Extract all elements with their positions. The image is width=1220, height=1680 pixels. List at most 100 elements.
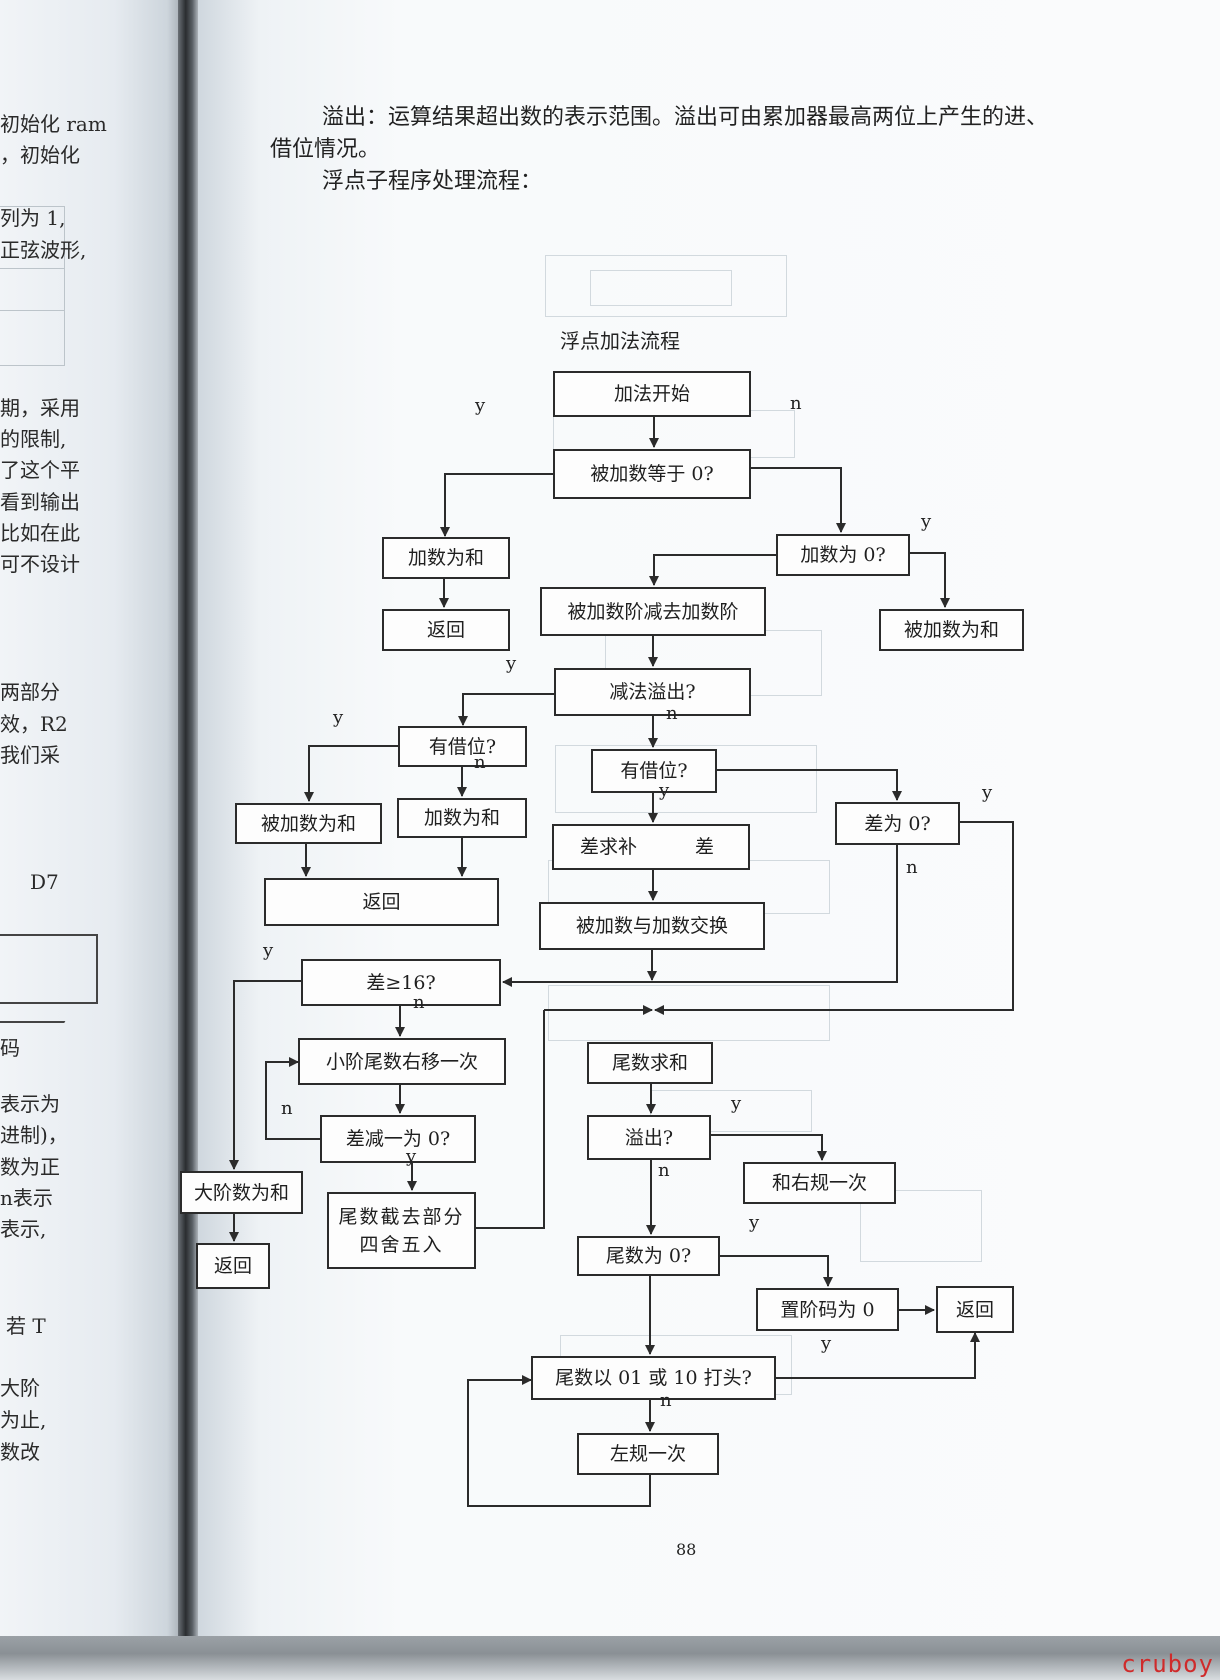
branch-label-yes: y — [506, 653, 517, 674]
node-subtract-overflow-decision: 减法溢出? — [554, 668, 751, 716]
node-overflow-decision: 溢出? — [587, 1115, 711, 1160]
branch-label-yes: y — [406, 1146, 417, 1167]
node-set-exponent-zero: 置阶码为 0 — [756, 1288, 899, 1331]
node-mantissa-sum: 尾数求和 — [587, 1042, 713, 1084]
overflow-definition-continued: 借位情况。 — [270, 137, 381, 162]
left-edge-line: 列为 1, — [0, 206, 66, 230]
connector — [440, 473, 553, 537]
left-edge-line: 两部分 — [0, 680, 60, 704]
bleed-through-box — [545, 255, 787, 317]
branch-label-yes: y — [982, 782, 993, 803]
branch-label-no: n — [413, 992, 425, 1013]
page-number: 88 — [676, 1540, 697, 1559]
node-borrow-decision: 有借位? — [398, 726, 527, 767]
left-edge-line: 正弦波形, — [0, 238, 87, 262]
connector — [502, 845, 898, 987]
node-return: 返回 — [936, 1286, 1014, 1333]
node-shift-right: 小阶尾数右移一次 — [298, 1038, 506, 1085]
connector — [717, 769, 902, 801]
node-exponent-subtract: 被加数阶减去加数阶 — [540, 587, 766, 636]
branch-label-no: n — [658, 1160, 670, 1181]
node-mantissa-zero-decision: 尾数为 0? — [577, 1236, 720, 1276]
branch-label-yes: y — [749, 1212, 760, 1233]
node-start: 加法开始 — [553, 371, 751, 417]
node-diff-zero-decision: 差为 0? — [835, 802, 960, 845]
left-edge-line: 进制)， — [0, 1123, 68, 1147]
node-return: 返回 — [382, 609, 510, 651]
node-return: 返回 — [264, 878, 499, 926]
connector — [776, 1332, 980, 1379]
connector — [458, 693, 554, 726]
diff-complement-label: 差求补 — [580, 836, 638, 858]
bleed-through-box — [548, 985, 830, 1041]
node-augend-is-sum: 被加数为和 — [879, 609, 1024, 651]
node-swap: 被加数与加数交换 — [539, 902, 765, 950]
node-left-normalize: 左规一次 — [577, 1433, 719, 1475]
node-return: 返回 — [196, 1243, 270, 1289]
branch-label-yes: y — [659, 780, 670, 801]
left-edge-line: 比如在此 — [0, 521, 80, 545]
left-edge-line: 若 T — [6, 1314, 46, 1338]
left-edge-line: 大阶 — [0, 1376, 40, 1400]
branch-label-no: n — [474, 752, 486, 773]
branch-label-yes: y — [333, 707, 344, 728]
bleed-through-box — [860, 1190, 982, 1262]
connector — [720, 1255, 833, 1287]
branch-label-yes: y — [921, 511, 932, 532]
connector — [649, 554, 776, 586]
left-page: 初始化 ram ，初始化 列为 1, 正弦波形, 期，采用 的限制, 了这个平 … — [0, 0, 190, 1640]
node-addend-is-sum: 加数为和 — [397, 798, 527, 838]
node-diff-decrement-decision: 差减一为 0? — [320, 1115, 476, 1163]
flow-intro: 浮点子程序处理流程： — [322, 169, 543, 194]
left-edge-line: 可不设计 — [0, 552, 80, 576]
left-page-table-fragment — [0, 206, 65, 366]
left-edge-line: n表示 — [0, 1186, 53, 1210]
book-spine — [178, 0, 200, 1640]
left-edge-line: 表示为 — [0, 1092, 60, 1116]
left-edge-line: 看到输出 — [0, 490, 80, 514]
branch-label-no: n — [906, 857, 918, 878]
branch-label-yes: y — [731, 1093, 742, 1114]
connector — [654, 821, 1014, 1015]
node-augend-is-sum: 被加数为和 — [235, 803, 382, 844]
branch-label-yes: y — [475, 395, 486, 416]
flowchart-title: 浮点加法流程 — [560, 329, 680, 353]
scanner-bottom-edge: cruboy — [0, 1636, 1220, 1680]
left-edge-line: 为止, — [0, 1408, 47, 1432]
left-edge-line: 了这个平 — [0, 458, 80, 482]
branch-label-no: n — [666, 703, 678, 724]
left-edge-line: 数改 — [0, 1440, 40, 1464]
node-addend-is-sum: 加数为和 — [382, 537, 510, 579]
connector — [304, 745, 398, 802]
diff-complement-target: 差 — [695, 836, 715, 858]
connector — [893, 552, 950, 608]
left-edge-line: 我们采 — [0, 743, 60, 767]
left-edge-line: 的限制, — [0, 427, 67, 451]
left-edge-line: 效，R2 — [0, 712, 68, 736]
connector — [711, 1134, 827, 1161]
node-large-exponent-sum: 大阶数为和 — [180, 1171, 303, 1214]
bleed-through-box — [555, 745, 817, 813]
branch-label-yes: y — [821, 1333, 832, 1354]
node-diff-ge16-decision: 差≥16? — [301, 959, 501, 1006]
node-right-normalize: 和右规一次 — [743, 1162, 896, 1204]
connector — [229, 980, 301, 1170]
branch-label-no: n — [660, 1390, 672, 1411]
left-page-box-fragment — [0, 934, 98, 1004]
connector — [265, 1057, 320, 1140]
left-edge-line: D7 — [30, 870, 59, 894]
left-edge-line: 码 — [0, 1036, 20, 1060]
branch-label-no: n — [281, 1098, 293, 1119]
node-diff-complement: 差求补 差 — [552, 824, 750, 870]
connector — [476, 1010, 545, 1229]
node-truncate-round: 尾数截去部分四舍五入 — [327, 1192, 476, 1269]
node-leading-bits-decision: 尾数以 01 或 10 打头? — [531, 1356, 776, 1400]
watermark: cruboy — [1121, 1650, 1214, 1678]
branch-label-no: n — [790, 393, 802, 414]
connector — [751, 467, 846, 533]
node-borrow-decision: 有借位? — [591, 749, 717, 793]
bleed-through-box — [590, 270, 732, 306]
connector — [467, 1375, 651, 1507]
branch-label-yes: y — [263, 940, 274, 961]
